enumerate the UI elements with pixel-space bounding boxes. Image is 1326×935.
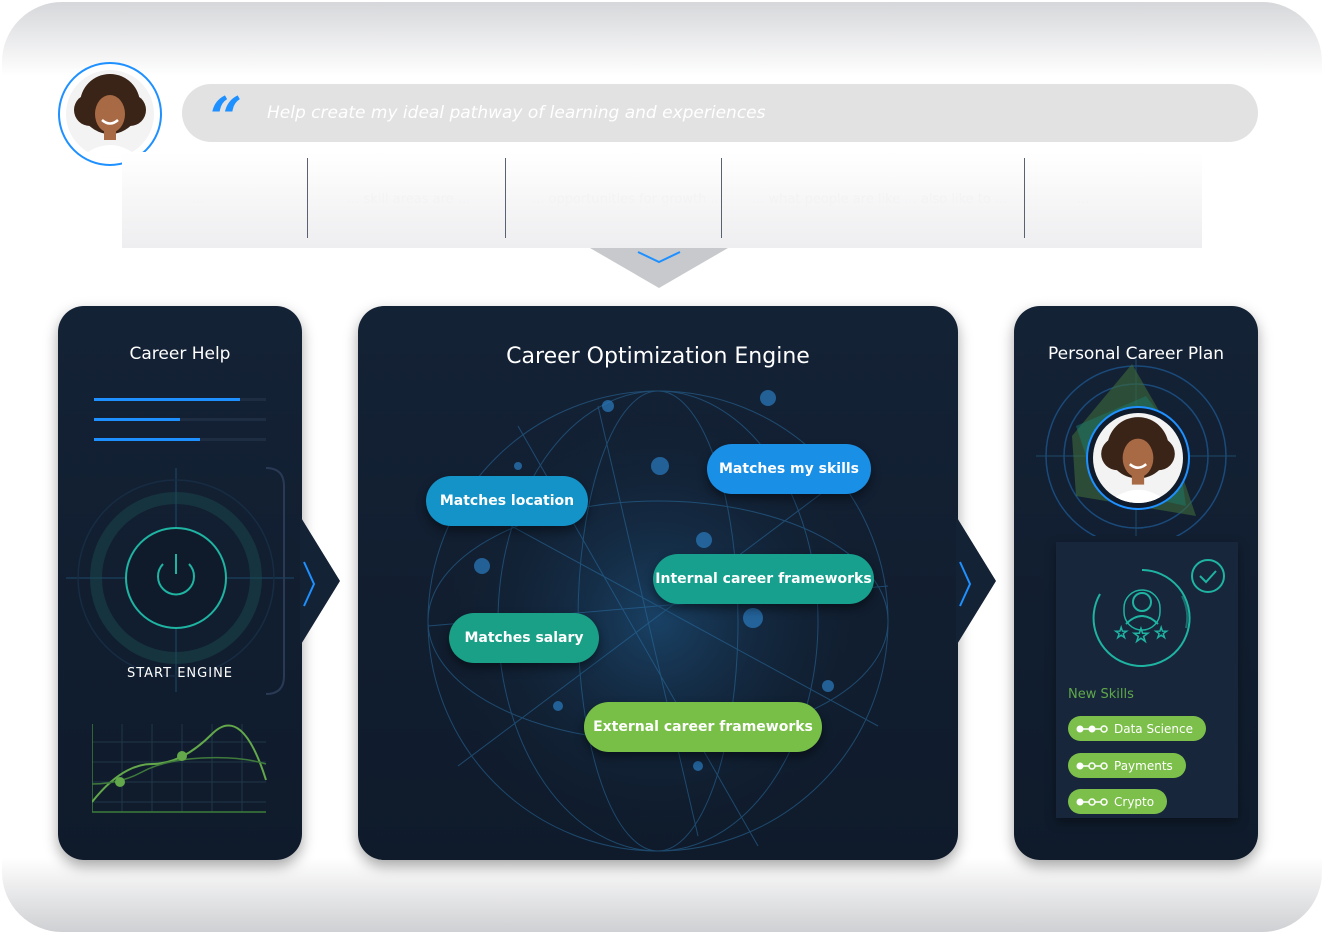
divider bbox=[1024, 158, 1025, 238]
faded-hint-2: ... skill areas are ... bbox=[347, 192, 471, 207]
chevron-down-icon bbox=[590, 248, 728, 288]
start-engine-button[interactable]: START ENGINE bbox=[126, 666, 234, 681]
matches-location-pill[interactable]: Matches location bbox=[426, 476, 588, 526]
faded-hint-1: ... bbox=[192, 192, 205, 207]
faded-hint-4: ... what people are like ... also like t… bbox=[752, 192, 1008, 207]
start-engine-dial bbox=[66, 467, 294, 695]
skill-tag-payments[interactable]: Payments bbox=[1068, 753, 1186, 778]
line-chart-graphic bbox=[92, 724, 267, 813]
power-icon[interactable] bbox=[146, 546, 206, 606]
faded-suggestions-band bbox=[122, 152, 1202, 248]
panel-title: Personal Career Plan bbox=[1047, 344, 1225, 364]
svg-text:☆: ☆ bbox=[1132, 623, 1150, 647]
new-skills-label: New Skills bbox=[1068, 687, 1134, 702]
svg-text:☆: ☆ bbox=[1114, 623, 1128, 642]
progress-bars bbox=[94, 398, 266, 441]
faded-hint-3: ... opportunities for growth ... bbox=[532, 192, 723, 207]
career-help-panel: Career Help START ENGINE bbox=[58, 306, 302, 860]
external-career-frameworks-pill[interactable]: External career frameworks bbox=[584, 702, 822, 752]
matches-salary-pill[interactable]: Matches salary bbox=[449, 613, 599, 663]
faded-hint-5: ... bbox=[1077, 192, 1090, 207]
divider bbox=[505, 158, 506, 238]
skill-label: Crypto bbox=[1114, 794, 1155, 809]
divider bbox=[721, 158, 722, 238]
user-avatar bbox=[58, 62, 162, 166]
skill-label: Data Science bbox=[1114, 721, 1193, 736]
chevron-right-icon bbox=[300, 516, 340, 646]
prompt-text: Help create my ideal pathway of learning… bbox=[267, 103, 766, 123]
panel-title: Career Help bbox=[129, 344, 231, 364]
progress-dots-icon bbox=[1076, 724, 1108, 733]
user-stars-icon: ☆ ☆ ☆ bbox=[1092, 569, 1191, 667]
skill-tag-crypto[interactable]: Crypto bbox=[1068, 789, 1168, 814]
quote-icon: “ bbox=[210, 85, 243, 151]
divider bbox=[307, 158, 308, 238]
skill-tag-data-science[interactable]: Data Science bbox=[1068, 716, 1206, 741]
skill-label: Payments bbox=[1114, 758, 1173, 773]
progress-dots-icon bbox=[1076, 761, 1108, 770]
panel-title: Career Optimization Engine bbox=[506, 344, 810, 369]
profile-avatar bbox=[1086, 406, 1190, 510]
prompt-bar[interactable]: “ Help create my ideal pathway of learni… bbox=[182, 84, 1258, 146]
internal-career-frameworks-pill[interactable]: Internal career frameworks bbox=[653, 554, 874, 604]
svg-text:☆: ☆ bbox=[1154, 623, 1168, 642]
matches-my-skills-pill[interactable]: Matches my skills bbox=[707, 444, 871, 494]
chevron-right-icon bbox=[956, 516, 996, 646]
checkmark-icon bbox=[1191, 559, 1225, 593]
progress-dots-icon bbox=[1076, 797, 1108, 806]
